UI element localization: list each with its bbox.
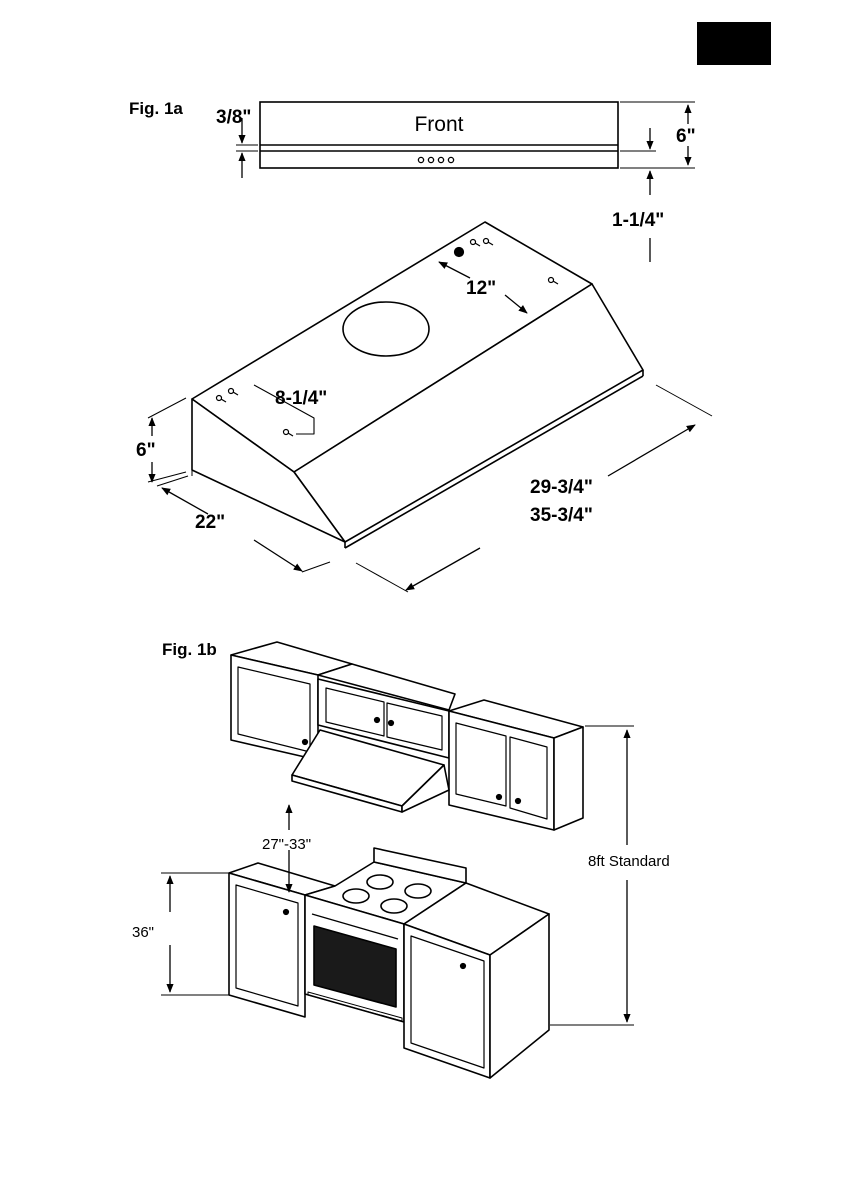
dim-width-a-label: 29-3/4" [530, 477, 593, 498]
dim-clearance-label: 27"-33" [262, 836, 311, 853]
fig1b-upper-cabinets [231, 642, 583, 830]
dim-height-top-label: 6" [676, 126, 696, 147]
front-label: Front [414, 113, 463, 136]
dim-ceiling-label: 8ft Standard [588, 853, 670, 870]
control-buttons [418, 157, 453, 162]
dim-mount-spacing-label: 8-1/4" [275, 388, 327, 409]
dim-counter-label: 36" [132, 924, 154, 941]
dim-bottom-offset-label: 1-1/4" [612, 210, 664, 231]
fig1b-label: Fig. 1b [162, 640, 217, 659]
fig1a-label: Fig. 1a [129, 99, 183, 118]
fig1a-hood-isometric [148, 222, 712, 592]
fig1b-lower-cabinets [229, 848, 549, 1078]
dim-depth-label: 22" [195, 512, 225, 533]
dim-height-side-label: 6" [136, 440, 156, 461]
duct-opening [343, 302, 429, 356]
dim-duct-offset-label: 12" [466, 278, 496, 299]
dim-trim-label: 3/8" [216, 107, 251, 128]
right-upper-cabinet-side [554, 727, 583, 830]
dim-width-b-label: 35-3/4" [530, 505, 593, 526]
